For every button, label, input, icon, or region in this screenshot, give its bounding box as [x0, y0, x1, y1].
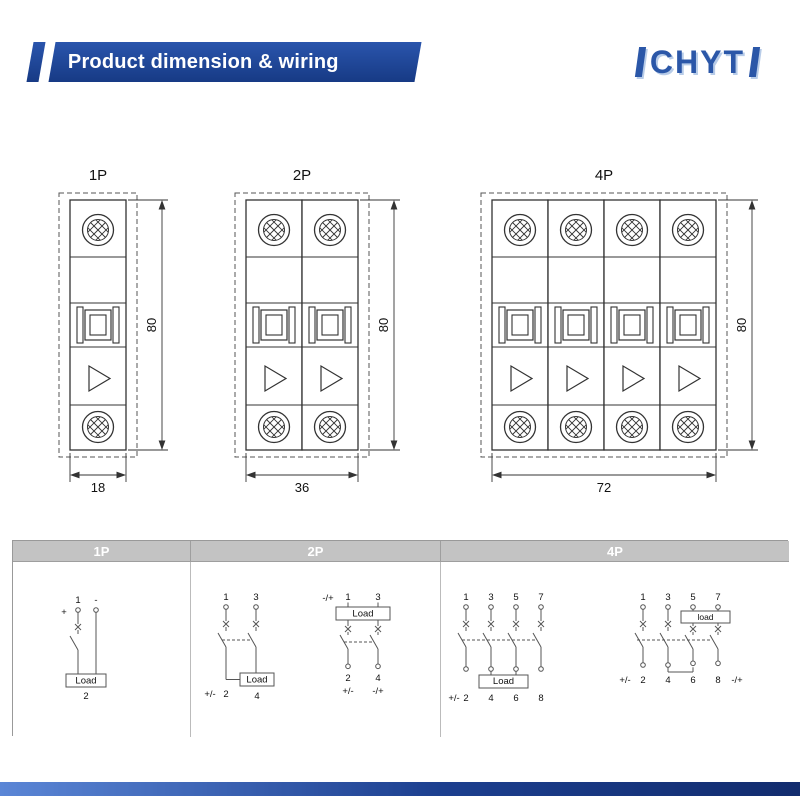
p4a-terminal-6: 6 — [513, 693, 518, 704]
wiring-header-2p: 2P — [191, 541, 441, 562]
wiring-diagram-2p: 1 3 Load +/- 2 4 -/+ 1 3 Load 2 4 +/- -/… — [204, 592, 391, 702]
banner-accent — [26, 42, 46, 82]
dimension-arrows-4p — [492, 200, 756, 479]
wiring-lines-4p-a — [457, 603, 544, 688]
drawing-title-4p: 4P — [594, 167, 614, 184]
wiring-diagram-1p: + 1 - Load 2 — [61, 595, 107, 702]
p4b-terminal-5: 5 — [690, 592, 695, 603]
p1-terminal-2: 2 — [83, 691, 88, 702]
p2b-polarity-right: -/+ — [372, 686, 384, 697]
logo-bar-left — [634, 47, 646, 77]
p2b-terminal-1: 1 — [345, 592, 350, 603]
p2b-terminal-4: 4 — [375, 673, 380, 684]
dimension-drawing-4p: 80 72 — [480, 192, 758, 495]
p4a-terminal-7: 7 — [538, 592, 543, 603]
wiring-cell-2p: 1 3 Load +/- 2 4 -/+ 1 3 Load 2 4 +/- -/… — [191, 562, 441, 737]
p2b-terminal-3: 3 — [375, 592, 380, 603]
logo-text: CHYT — [649, 44, 745, 80]
brand-logo: CHYT — [634, 44, 761, 80]
bottom-accent-bar — [0, 782, 800, 796]
dimension-lines-1p — [69, 199, 168, 482]
p4a-terminal-8: 8 — [538, 693, 543, 704]
drawing-title-1p: 1P — [88, 167, 108, 184]
p4b-terminal-6: 6 — [690, 675, 695, 686]
p4a-terminal-1: 1 — [463, 592, 468, 603]
wiring-lines-1p — [65, 606, 107, 687]
page-title: Product dimension & wiring — [68, 50, 339, 73]
p2a-terminal-4: 4 — [254, 691, 259, 702]
dimension-arrows-1p — [70, 200, 166, 479]
drawing-title-2p: 2P — [292, 167, 312, 184]
din-outline-1p — [58, 192, 138, 458]
din-outline-2p — [234, 192, 370, 458]
pole-module — [246, 200, 302, 450]
p2a-terminal-2: 2 — [223, 689, 228, 700]
p4b-terminal-2: 2 — [640, 675, 645, 686]
din-outline-4p — [480, 192, 728, 458]
pole-module — [604, 200, 660, 450]
wiring-lines-2p-a — [217, 603, 275, 686]
pole-module — [492, 200, 548, 450]
p1-plus-label: + — [61, 607, 67, 618]
p4b-load-label: load — [697, 612, 713, 622]
dim-width-2p: 36 — [295, 480, 309, 495]
dimension-drawing-2p: 80 36 — [234, 192, 400, 495]
p2a-load-label: Load — [246, 674, 267, 685]
p1-terminal-1: 1 — [75, 595, 80, 606]
p1-load-label: Load — [75, 675, 96, 686]
dimension-drawing-1p: 80 18 — [58, 192, 168, 495]
p4b-terminal-7: 7 — [715, 592, 720, 603]
pole-module — [70, 200, 126, 450]
pole-module — [548, 200, 604, 450]
wiring-cell-4p: 1 3 5 7 Load +/- 2 4 6 8 1 3 5 7 load +/… — [441, 562, 789, 737]
p2b-polarity-top: -/+ — [322, 593, 334, 604]
header-banner: Product dimension & wiring — [48, 42, 422, 82]
dimension-lines-2p — [245, 199, 400, 482]
wiring-lines-2p-b — [335, 602, 391, 669]
dim-height-4p: 80 — [734, 318, 749, 332]
p4b-terminal-8: 8 — [715, 675, 720, 686]
wiring-diagram-4p: 1 3 5 7 Load +/- 2 4 6 8 1 3 5 7 load +/… — [448, 592, 743, 704]
pole-module — [660, 200, 716, 450]
p1-minus-label: - — [94, 595, 97, 606]
p4a-terminal-5: 5 — [513, 592, 518, 603]
p2a-terminal-1: 1 — [223, 592, 228, 603]
p4b-terminal-4: 4 — [665, 675, 670, 686]
p4b-polarity-right: -/+ — [731, 675, 743, 686]
pole-module — [302, 200, 358, 450]
p4a-terminal-3: 3 — [488, 592, 493, 603]
wiring-header-4p: 4P — [441, 541, 789, 562]
p2b-terminal-2: 2 — [345, 673, 350, 684]
p2b-polarity-left: +/- — [342, 686, 353, 697]
wiring-cell-1p: + 1 - Load 2 — [13, 562, 191, 737]
p4b-polarity-left: +/- — [619, 675, 630, 686]
p2b-load-label: Load — [352, 608, 373, 619]
p4a-load-label: Load — [492, 676, 513, 687]
dimension-lines-4p — [491, 199, 758, 482]
dim-height-1p: 80 — [144, 318, 159, 332]
p4b-terminal-1: 1 — [640, 592, 645, 603]
p2a-polarity: +/- — [204, 689, 215, 700]
p4b-terminal-3: 3 — [665, 592, 670, 603]
p2a-terminal-3: 3 — [253, 592, 258, 603]
p4a-terminal-2: 2 — [463, 693, 468, 704]
wiring-lines-4p-b — [634, 603, 730, 672]
p4a-polarity: +/- — [448, 693, 459, 704]
p4a-terminal-4: 4 — [488, 693, 493, 704]
wiring-header-1p: 1P — [13, 541, 191, 562]
logo-bar-right — [748, 47, 761, 77]
dim-width-4p: 72 — [597, 480, 611, 495]
dim-height-2p: 80 — [376, 318, 391, 332]
dim-width-1p: 18 — [91, 480, 105, 495]
dimension-arrows-2p — [246, 200, 398, 479]
wiring-table: 1P 2P 4P + 1 - Load 2 — [12, 540, 789, 737]
